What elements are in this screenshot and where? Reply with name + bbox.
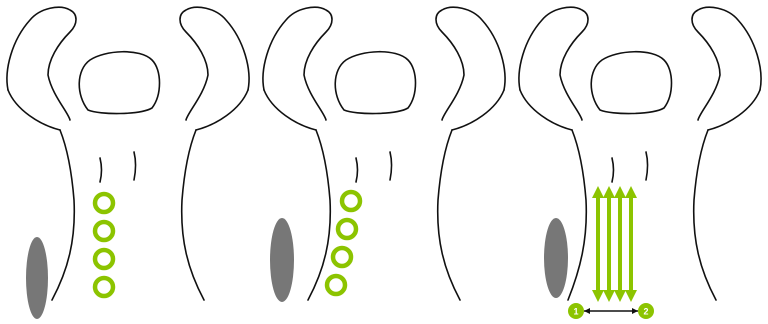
vertical-stroke-arrow-icon: [603, 186, 615, 302]
head-outline: [591, 52, 671, 114]
panel-circular-diagonal: [256, 0, 512, 324]
vertical-stroke-arrow-icon: [592, 186, 604, 302]
gray-oval-shape: [26, 237, 48, 319]
head-outline: [335, 52, 415, 114]
circular-motion-icon: [95, 194, 113, 296]
back-figure-1: [0, 0, 256, 324]
circular-motion-icon: [327, 192, 360, 294]
horizontal-arrow-icon: [584, 308, 638, 314]
gray-oval-shape: [270, 218, 294, 302]
vertical-stroke-arrow-icon: [614, 186, 626, 302]
start-marker: 1: [568, 303, 584, 319]
panel-circular-straight: [0, 0, 256, 324]
back-figure-3: 1 2: [512, 0, 768, 324]
end-marker-label: 2: [643, 307, 648, 317]
vertical-stroke-arrow-icon: [625, 186, 637, 302]
gray-oval-shape: [544, 218, 568, 298]
panel-vertical-strokes: 1 2: [512, 0, 768, 324]
head-outline: [79, 52, 159, 114]
end-marker: 2: [638, 303, 654, 319]
back-figure-2: [256, 0, 512, 324]
start-marker-label: 1: [573, 307, 578, 317]
